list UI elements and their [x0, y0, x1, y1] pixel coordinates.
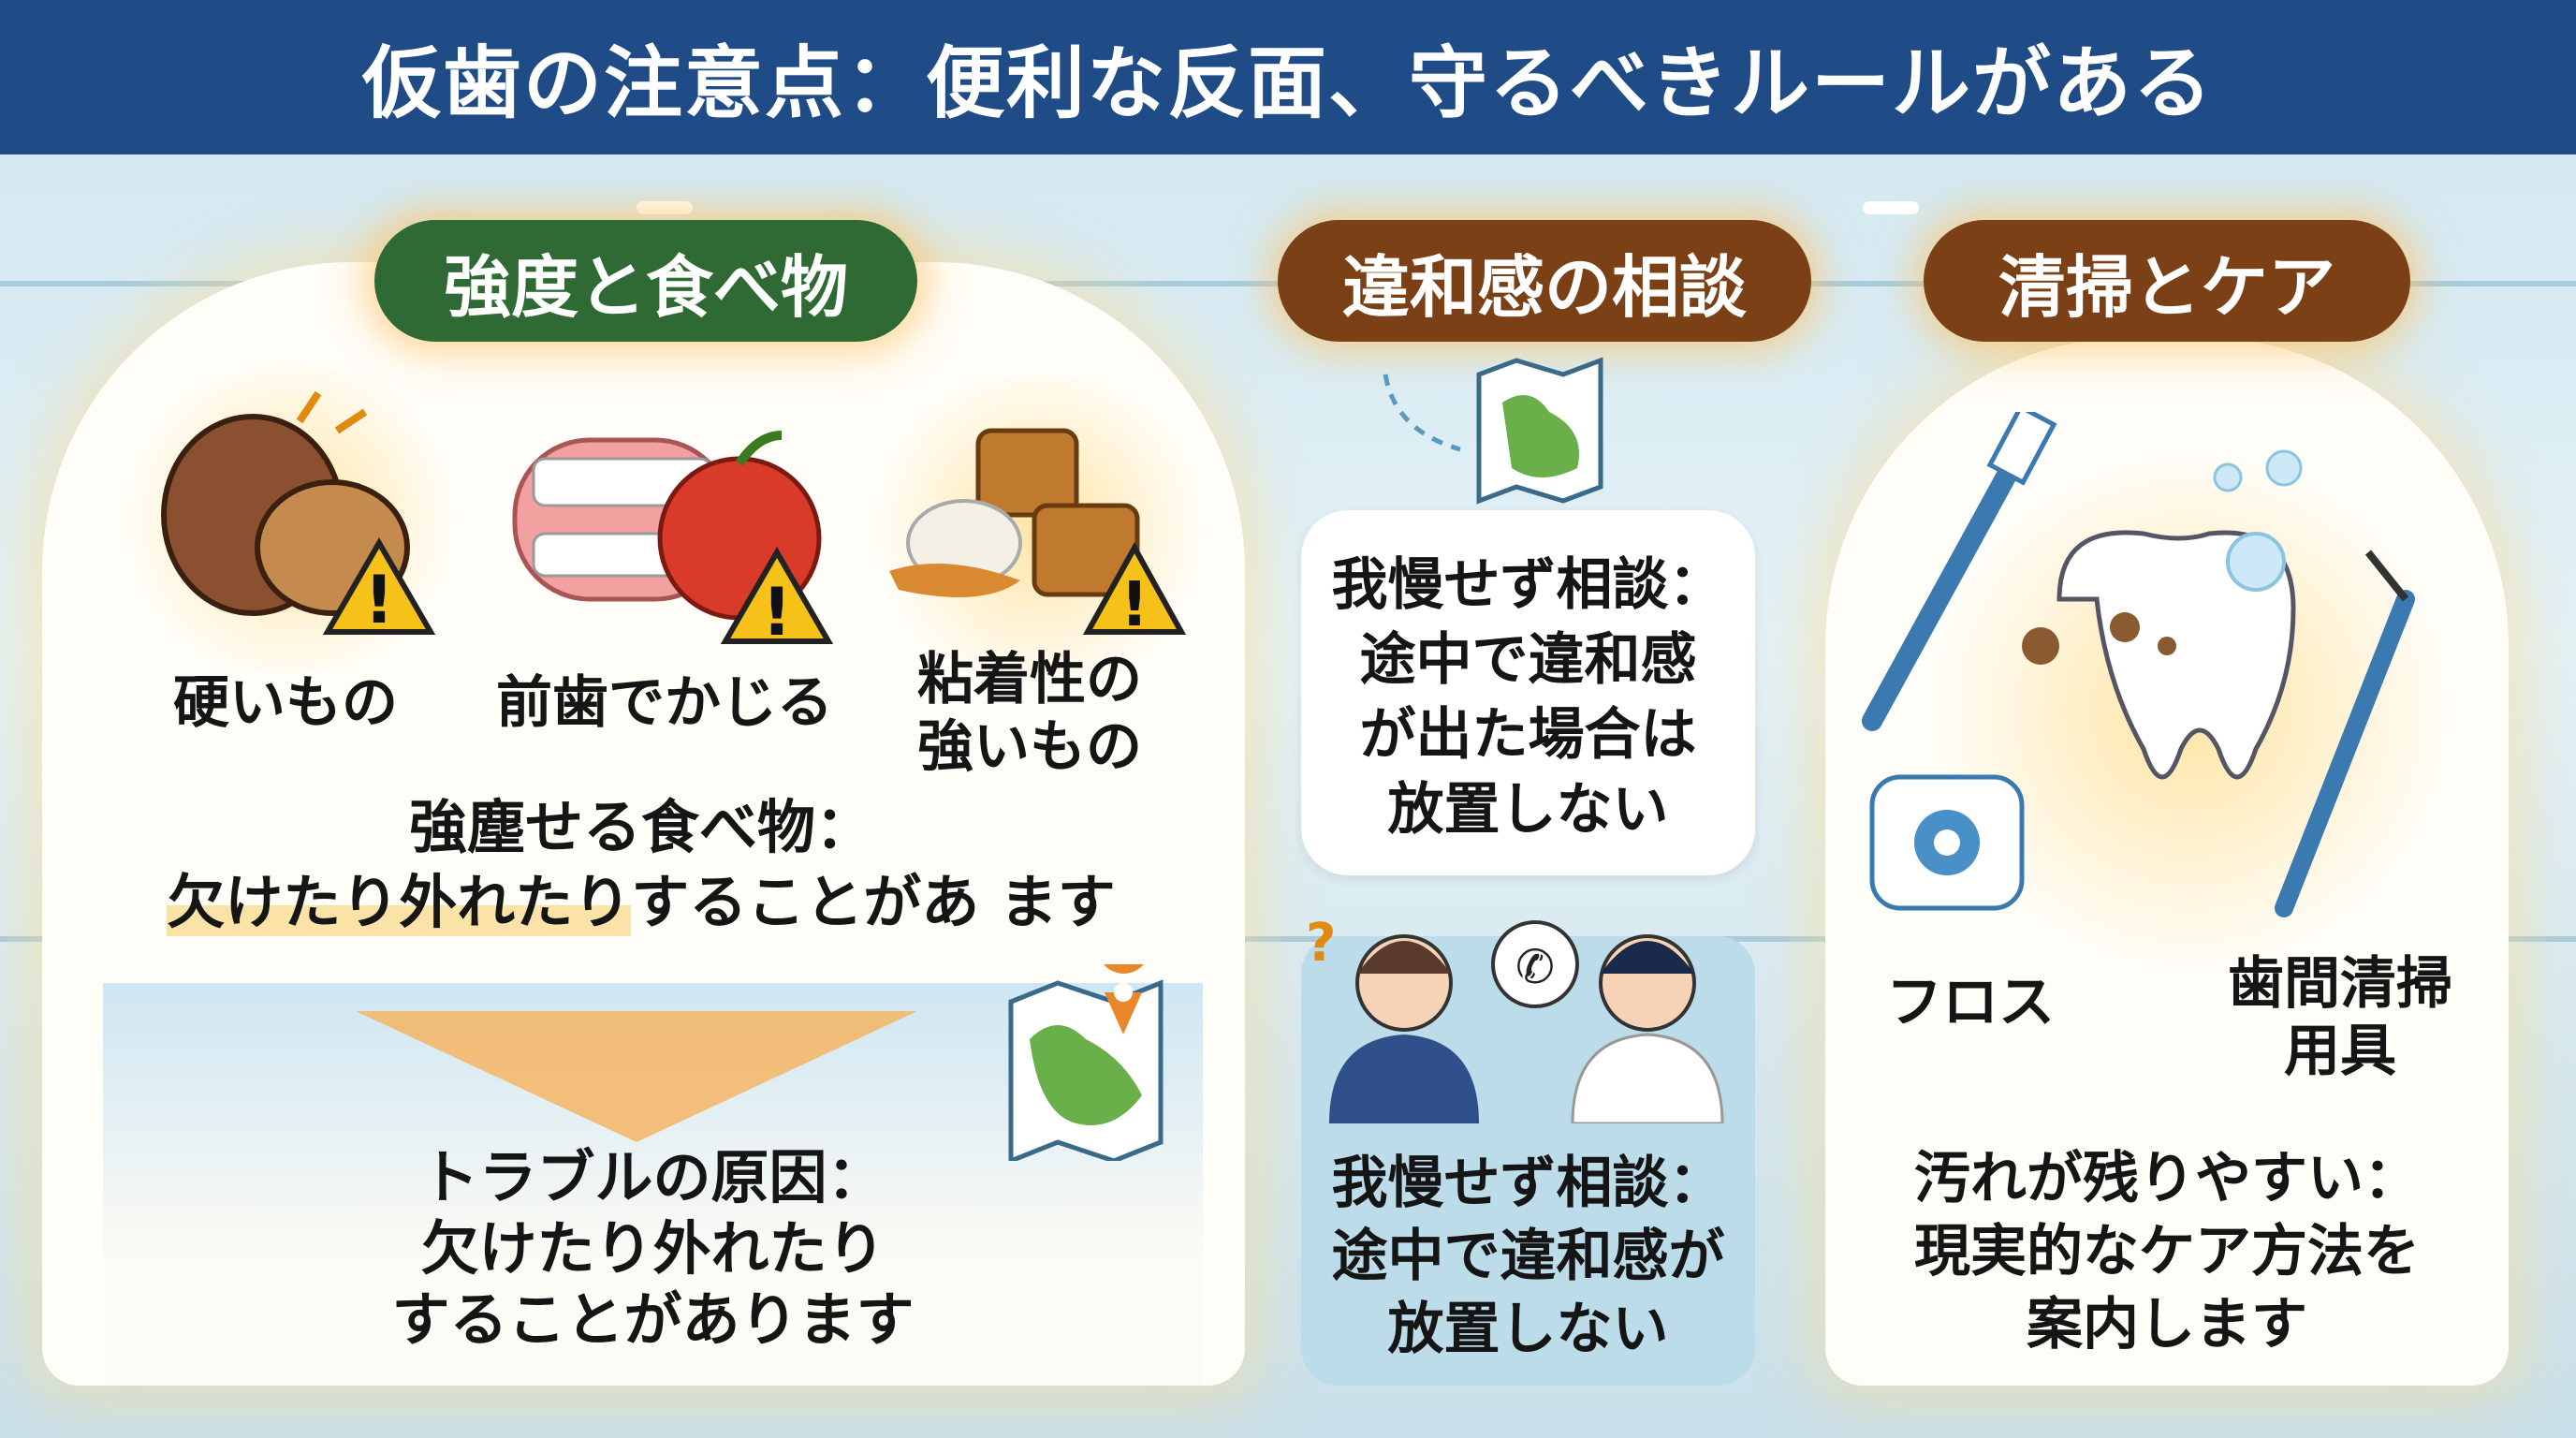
trouble-line: することがあります — [391, 1285, 915, 1354]
floss-label: フロス — [1886, 970, 2055, 1035]
svg-text:!: ! — [762, 574, 792, 646]
strength-caption-line1: 強塵せる食べ物： — [408, 793, 873, 861]
map-pin-icon — [1008, 964, 1164, 1161]
cleaning-line: 案内します — [2027, 1292, 2307, 1357]
cleaning-line: 現実的なケア方法を — [1914, 1219, 2420, 1284]
bubble-line: 放置しない — [1387, 777, 1669, 843]
tooth-cleaning-icon — [1862, 412, 2415, 917]
patient-dentist-icon: ✆ — [1329, 920, 1724, 1123]
box-line: 放置しない — [1387, 1297, 1669, 1362]
page-title: 仮歯の注意点：便利な反面、守るべきルールがある — [0, 0, 2576, 154]
speech-bubble — [1301, 510, 1755, 875]
discomfort-header-pill: 違和感の相談 — [1278, 220, 1811, 342]
trouble-line: 欠けたり外れたり — [420, 1214, 886, 1283]
strength-caption-line2: 欠けたり外れたりすることがあ ます — [94, 866, 1189, 939]
cleaning-line: 汚れが残りやすい： — [1914, 1146, 2420, 1211]
consult-box-text: 我慢せず相談： 途中で違和感が 放置しない — [1301, 1147, 1755, 1366]
strength-header-pill: 強度と食べ物 — [374, 220, 917, 342]
caramel-warning-icon: ! — [889, 428, 1187, 640]
caption-highlight: 欠けたり外れたり — [167, 868, 632, 936]
cleaning-text: 汚れが残りやすい： 現実的なケア方法を 案内します — [1835, 1142, 2499, 1361]
trouble-line: トラブルの原因： — [420, 1143, 886, 1211]
trouble-text: トラブルの原因： 欠けたり外れたり することがあります — [103, 1142, 1203, 1356]
svg-text:!: ! — [364, 562, 394, 638]
svg-text:✆: ✆ — [1515, 940, 1555, 994]
brush-label-line: 用具 — [2284, 1019, 2396, 1084]
cleaning-header-pill: 清掃とケア — [1924, 220, 2410, 342]
bubble-line: 途中で違和感 — [1359, 627, 1697, 693]
svg-text:!: ! — [1120, 568, 1149, 640]
background-line — [0, 936, 2576, 942]
ceiling-light — [1863, 201, 1919, 214]
brush-label-line: 歯間清掃 — [2228, 951, 2452, 1017]
item-label-hard: 硬いもの — [173, 670, 398, 736]
interdental-brush-label: 歯間清掃用具 — [2200, 950, 2481, 1085]
bubble-line: が出た場合は — [1359, 702, 1697, 768]
map-route-icon — [1383, 357, 1603, 505]
item-label-front-teeth: 前歯でかじる — [496, 670, 833, 736]
box-line: 我慢せず相談： — [1331, 1151, 1725, 1216]
item-label-sticky: 粘着性の強いもの — [880, 646, 1179, 781]
bubble-text: 我慢せず相談： 途中で違和感 が出た場合は 放置しない — [1301, 548, 1755, 847]
box-line: 途中で違和感が — [1331, 1224, 1725, 1289]
ceiling-light — [637, 201, 693, 214]
arrow-down-icon — [356, 1011, 917, 1142]
item-label-sticky-line2: 強いもの — [917, 714, 1142, 780]
question-mark: ? — [1306, 913, 1337, 974]
bubble-line: 我慢せず相談： — [1331, 552, 1725, 618]
item-label-sticky-line1: 粘着性の — [917, 647, 1142, 712]
walnut-warning-icon: ! — [161, 390, 436, 638]
teeth-apple-warning-icon: ! — [512, 431, 834, 646]
caption-rest: することがあ ます — [631, 868, 1116, 936]
